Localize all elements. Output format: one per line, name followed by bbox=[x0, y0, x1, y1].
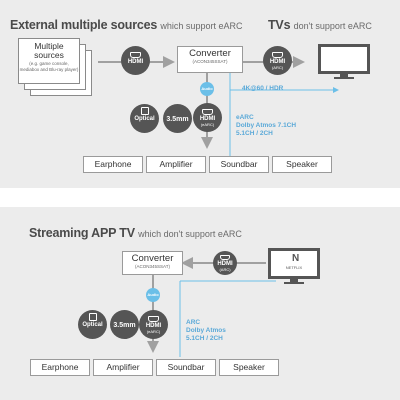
video-spec: 4K@60 / HDR bbox=[242, 85, 284, 92]
audio-spec: ARC Dolby Atmos 5.1CH / 2CH bbox=[186, 319, 226, 342]
hdmi-earc-circle: HDMI (eARC) bbox=[139, 310, 168, 339]
output-amplifier: Amplifier bbox=[146, 156, 206, 173]
audio-spec: eARC Dolby Atmos 7.1CH 5.1CH / 2CH bbox=[236, 114, 297, 137]
diagram-streaming-app: Streaming APP TV which don't support eAR… bbox=[0, 207, 400, 400]
headphone-jack-icon: 3.5mm bbox=[166, 116, 189, 123]
tv-base bbox=[284, 282, 304, 284]
converter-box: Converter (ACON345SSAT) bbox=[122, 251, 183, 275]
hdmi-icon bbox=[130, 52, 141, 58]
netflix-logo: N bbox=[292, 253, 300, 264]
optical-port-circle: Optical bbox=[130, 104, 159, 133]
output-amplifier: Amplifier bbox=[93, 359, 153, 376]
audio-badge: Audio bbox=[200, 82, 214, 96]
jack-port-circle: 3.5mm bbox=[110, 310, 139, 339]
tv-base bbox=[334, 77, 354, 79]
output-earphone: Earphone bbox=[30, 359, 90, 376]
headphone-jack-icon: 3.5mm bbox=[113, 322, 136, 329]
output-speaker: Speaker bbox=[219, 359, 279, 376]
optical-icon bbox=[88, 313, 97, 321]
audio-badge: Audio bbox=[146, 288, 160, 302]
hdmi-icon bbox=[148, 316, 159, 322]
optical-port-circle: Optical bbox=[78, 310, 107, 339]
hdmi-icon bbox=[202, 109, 213, 115]
tv-icon bbox=[318, 44, 370, 74]
hdmi-arc-circle: HDMI (ARC) bbox=[263, 46, 292, 75]
optical-icon bbox=[140, 107, 149, 115]
hdmi-icon bbox=[220, 255, 230, 260]
hdmi-input-circle: HDMI bbox=[121, 46, 150, 75]
output-soundbar: Soundbar bbox=[156, 359, 216, 376]
output-speaker: Speaker bbox=[272, 156, 332, 173]
panel-separator bbox=[0, 188, 400, 207]
tv-stand bbox=[340, 74, 348, 77]
diagram-external-sources: External multiple sources which support … bbox=[0, 0, 400, 188]
source-card: Multiple sources (e.g. game console, med… bbox=[18, 38, 80, 84]
diagram-title: External multiple sources which support … bbox=[10, 18, 243, 32]
netflix-brand: NETFLIX bbox=[285, 265, 303, 270]
tv-title: TVs don't support eARC bbox=[268, 18, 372, 32]
hdmi-icon bbox=[272, 52, 283, 58]
diagram-title: Streaming APP TV which don't support eAR… bbox=[29, 226, 242, 240]
output-earphone: Earphone bbox=[83, 156, 143, 173]
jack-port-circle: 3.5mm bbox=[163, 104, 192, 133]
tv-stand bbox=[290, 279, 298, 282]
tv-icon: N NETFLIX bbox=[268, 248, 320, 279]
hdmi-arc-circle: HDMI (ARC) bbox=[213, 251, 237, 275]
output-soundbar: Soundbar bbox=[209, 156, 269, 173]
hdmi-earc-circle: HDMI (eARC) bbox=[193, 103, 222, 132]
converter-box: Converter (ACON345SSAT) bbox=[177, 46, 243, 73]
